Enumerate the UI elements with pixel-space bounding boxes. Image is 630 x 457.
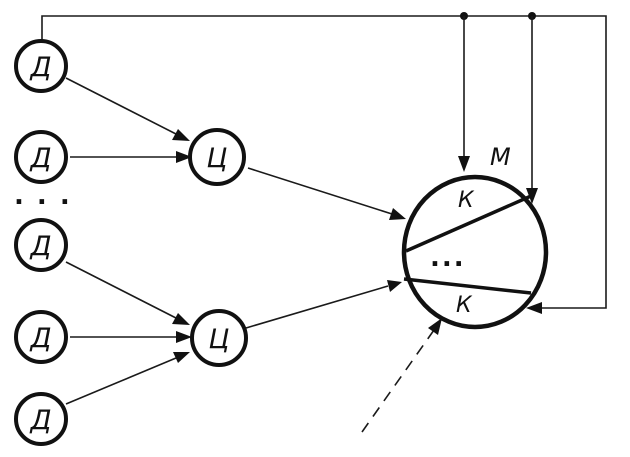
link-c1-m-arrowhead bbox=[389, 208, 406, 220]
channel-divider-bottom bbox=[403, 277, 532, 295]
sensor-3: Д bbox=[14, 218, 68, 272]
link-d1-c1 bbox=[65, 77, 177, 135]
bus-return-arrowhead bbox=[526, 302, 542, 314]
concentrator-1-label: Ц bbox=[207, 143, 228, 174]
link-c2-m bbox=[245, 285, 389, 329]
link-d3-c2 bbox=[65, 261, 177, 319]
sensor-4: Д bbox=[14, 310, 68, 364]
channel-bottom-label: К bbox=[456, 293, 473, 318]
connections bbox=[65, 77, 442, 433]
module: М К ... К bbox=[401, 143, 549, 330]
channel-top-label: К bbox=[458, 188, 475, 213]
sensor-5: Д bbox=[14, 392, 68, 446]
link-d2-c1-arrowhead bbox=[176, 151, 192, 163]
feedback-bus bbox=[41, 12, 607, 314]
concentrator-2-label: Ц bbox=[209, 324, 230, 355]
sensor-ellipsis: . . . bbox=[14, 181, 72, 211]
sensor-2-label: Д bbox=[29, 143, 51, 174]
link-d4-c2-arrowhead bbox=[176, 331, 192, 343]
sensor-4-label: Д bbox=[29, 323, 51, 354]
link-d5-c2 bbox=[65, 357, 177, 405]
external-input-dashed bbox=[361, 329, 435, 433]
sensor-1: Д bbox=[14, 39, 68, 93]
bus-drop-2-arrowhead bbox=[526, 188, 538, 204]
concentrator-2: Ц bbox=[190, 309, 248, 367]
external-input-arrowhead bbox=[428, 318, 442, 335]
sensor-5-label: Д bbox=[29, 405, 51, 436]
concentrator-1: Ц bbox=[188, 128, 246, 186]
bus-top-line bbox=[41, 15, 607, 309]
channel-ellipsis: ... bbox=[430, 243, 466, 273]
sensor-2: Д bbox=[14, 130, 68, 184]
link-d1-c1-arrowhead bbox=[172, 129, 190, 141]
link-c1-m bbox=[247, 167, 393, 215]
link-c2-m-arrowhead bbox=[387, 280, 402, 292]
link-d3-c2-arrowhead bbox=[172, 313, 190, 325]
module-label: М bbox=[490, 143, 511, 171]
sensor-3-label: Д bbox=[29, 231, 51, 262]
bus-drop-1-arrowhead bbox=[458, 156, 470, 172]
sensor-1-label: Д bbox=[29, 52, 51, 83]
link-d5-c2-arrowhead bbox=[173, 352, 190, 363]
channel-divider-top bbox=[405, 194, 532, 253]
